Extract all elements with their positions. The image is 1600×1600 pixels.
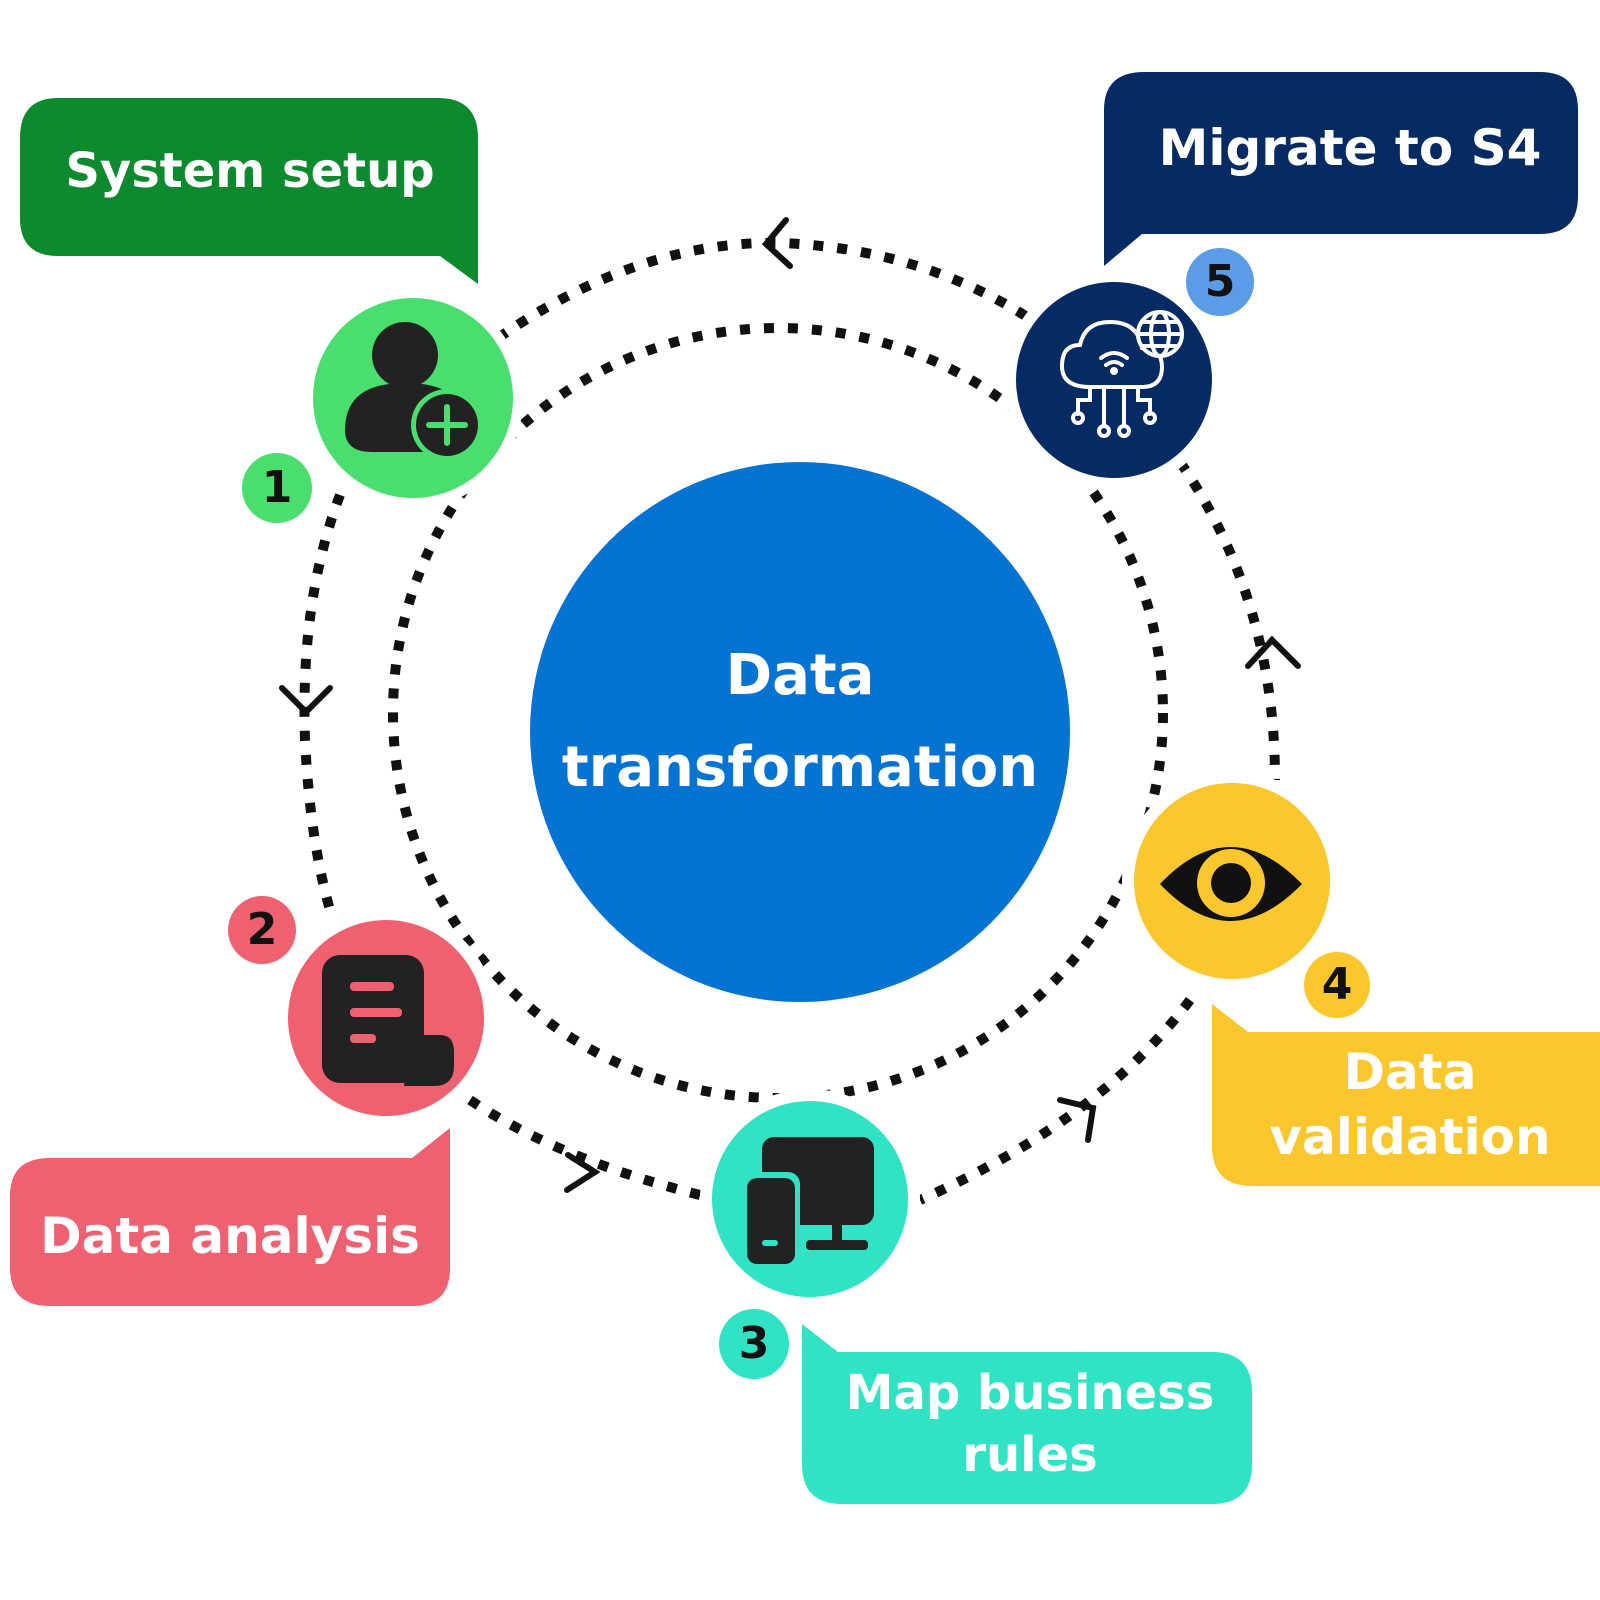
callout-migrate-shape [1104, 72, 1578, 266]
step-5-node [1004, 270, 1224, 490]
callout-data-validation-shape [1212, 1004, 1600, 1186]
badge-5-circle [1186, 248, 1254, 316]
callout-map-rules-label-line1: Map business [845, 1365, 1215, 1421]
callout-data-validation-label-line2: validation [1269, 1108, 1551, 1166]
badge-4-number: 4 [1321, 959, 1353, 1010]
badge-1-number: 1 [261, 462, 293, 513]
document-scroll-icon [322, 955, 454, 1086]
direction-arrows [279, 217, 1301, 1193]
callout-data-analysis-label: Data analysis [40, 1207, 420, 1265]
badge-3-circle [719, 1309, 789, 1379]
step-4-node [1122, 771, 1342, 991]
step-3-node [700, 1089, 920, 1309]
badge-2-number: 2 [246, 904, 278, 955]
devices-icon [740, 1137, 874, 1268]
callout-map-rules-shape [802, 1324, 1252, 1504]
arrow-top [761, 217, 793, 269]
step-1-node [303, 288, 523, 508]
badge-5-number: 5 [1204, 256, 1236, 307]
add-user-icon [345, 322, 483, 461]
callout-map-rules-label-line2: rules [962, 1427, 1098, 1484]
arrow-bottom-left [564, 1152, 601, 1193]
callout-data-analysis-shape [10, 1128, 450, 1306]
center-circle [530, 462, 1070, 1002]
callout-migrate-label: Migrate to S4 [1158, 119, 1542, 177]
center-title-line1: Data [725, 643, 875, 708]
arrow-left [279, 685, 333, 717]
badge-4-circle [1304, 952, 1370, 1018]
center-title-line2: transformation [561, 735, 1039, 800]
outer-cycle-path [299, 237, 1280, 1205]
callout-data-validation-label-line1: Data [1343, 1043, 1477, 1101]
callout-system-setup-label: System setup [65, 143, 435, 199]
badge-2-circle [228, 896, 296, 964]
step-2-node [276, 908, 496, 1128]
badge-1-circle [242, 453, 312, 523]
arrow-bottom-right [1057, 1097, 1097, 1143]
cloud-network-icon [1059, 310, 1184, 438]
eye-icon [1160, 847, 1302, 921]
arrow-right [1245, 635, 1301, 669]
badge-3-number: 3 [738, 1318, 770, 1369]
callout-system-setup-shape [20, 98, 478, 284]
